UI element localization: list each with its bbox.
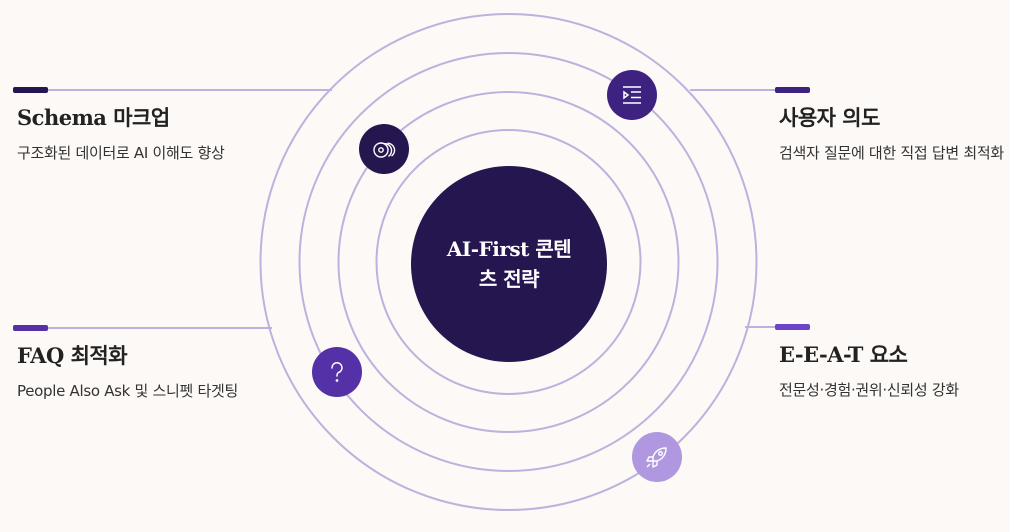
accent-bar-faq (13, 325, 48, 331)
connector-line-eeat (745, 326, 777, 328)
feature-eeat: E-E-A-T 요소 전문성·경험·권위·신뢰성 강화 (779, 341, 1004, 402)
center-hub: AI-First 콘텐츠 전략 (411, 166, 607, 362)
feature-title: 사용자 의도 (779, 105, 880, 130)
connector-line-intent (690, 89, 777, 91)
feature-description: 구조화된 데이터로 AI 이해도 향상 (17, 144, 225, 162)
list-play-icon (619, 82, 645, 108)
node-intent (607, 70, 657, 120)
accent-bar-eeat (775, 324, 810, 330)
node-schema (359, 124, 409, 174)
feature-title: Schema 마크업 (17, 105, 170, 130)
feature-title: E-E-A-T 요소 (779, 342, 908, 367)
feature-description: 전문성·경험·권위·신뢰성 강화 (779, 381, 959, 399)
feature-title: FAQ 최적화 (17, 343, 128, 368)
discs-icon (371, 136, 397, 162)
accent-bar-schema (13, 87, 48, 93)
connector-line-schema (46, 89, 332, 91)
node-eeat (632, 432, 682, 482)
feature-description: People Also Ask 및 스니펫 타겟팅 (17, 382, 238, 400)
accent-bar-intent (775, 87, 810, 93)
connector-line-faq (46, 327, 272, 329)
rocket-icon (644, 444, 670, 470)
feature-faq: FAQ 최적화 People Also Ask 및 스니펫 타겟팅 (17, 342, 247, 403)
feature-schema: Schema 마크업 구조화된 데이터로 AI 이해도 향상 (17, 104, 252, 165)
feature-description: 검색자 질문에 대한 직접 답변 최적화 (779, 144, 1004, 162)
question-mark-icon (324, 359, 350, 385)
node-faq (312, 347, 362, 397)
feature-intent: 사용자 의도 검색자 질문에 대한 직접 답변 최적화 (779, 104, 1004, 165)
center-hub-title: AI-First 콘텐츠 전략 (446, 237, 572, 291)
